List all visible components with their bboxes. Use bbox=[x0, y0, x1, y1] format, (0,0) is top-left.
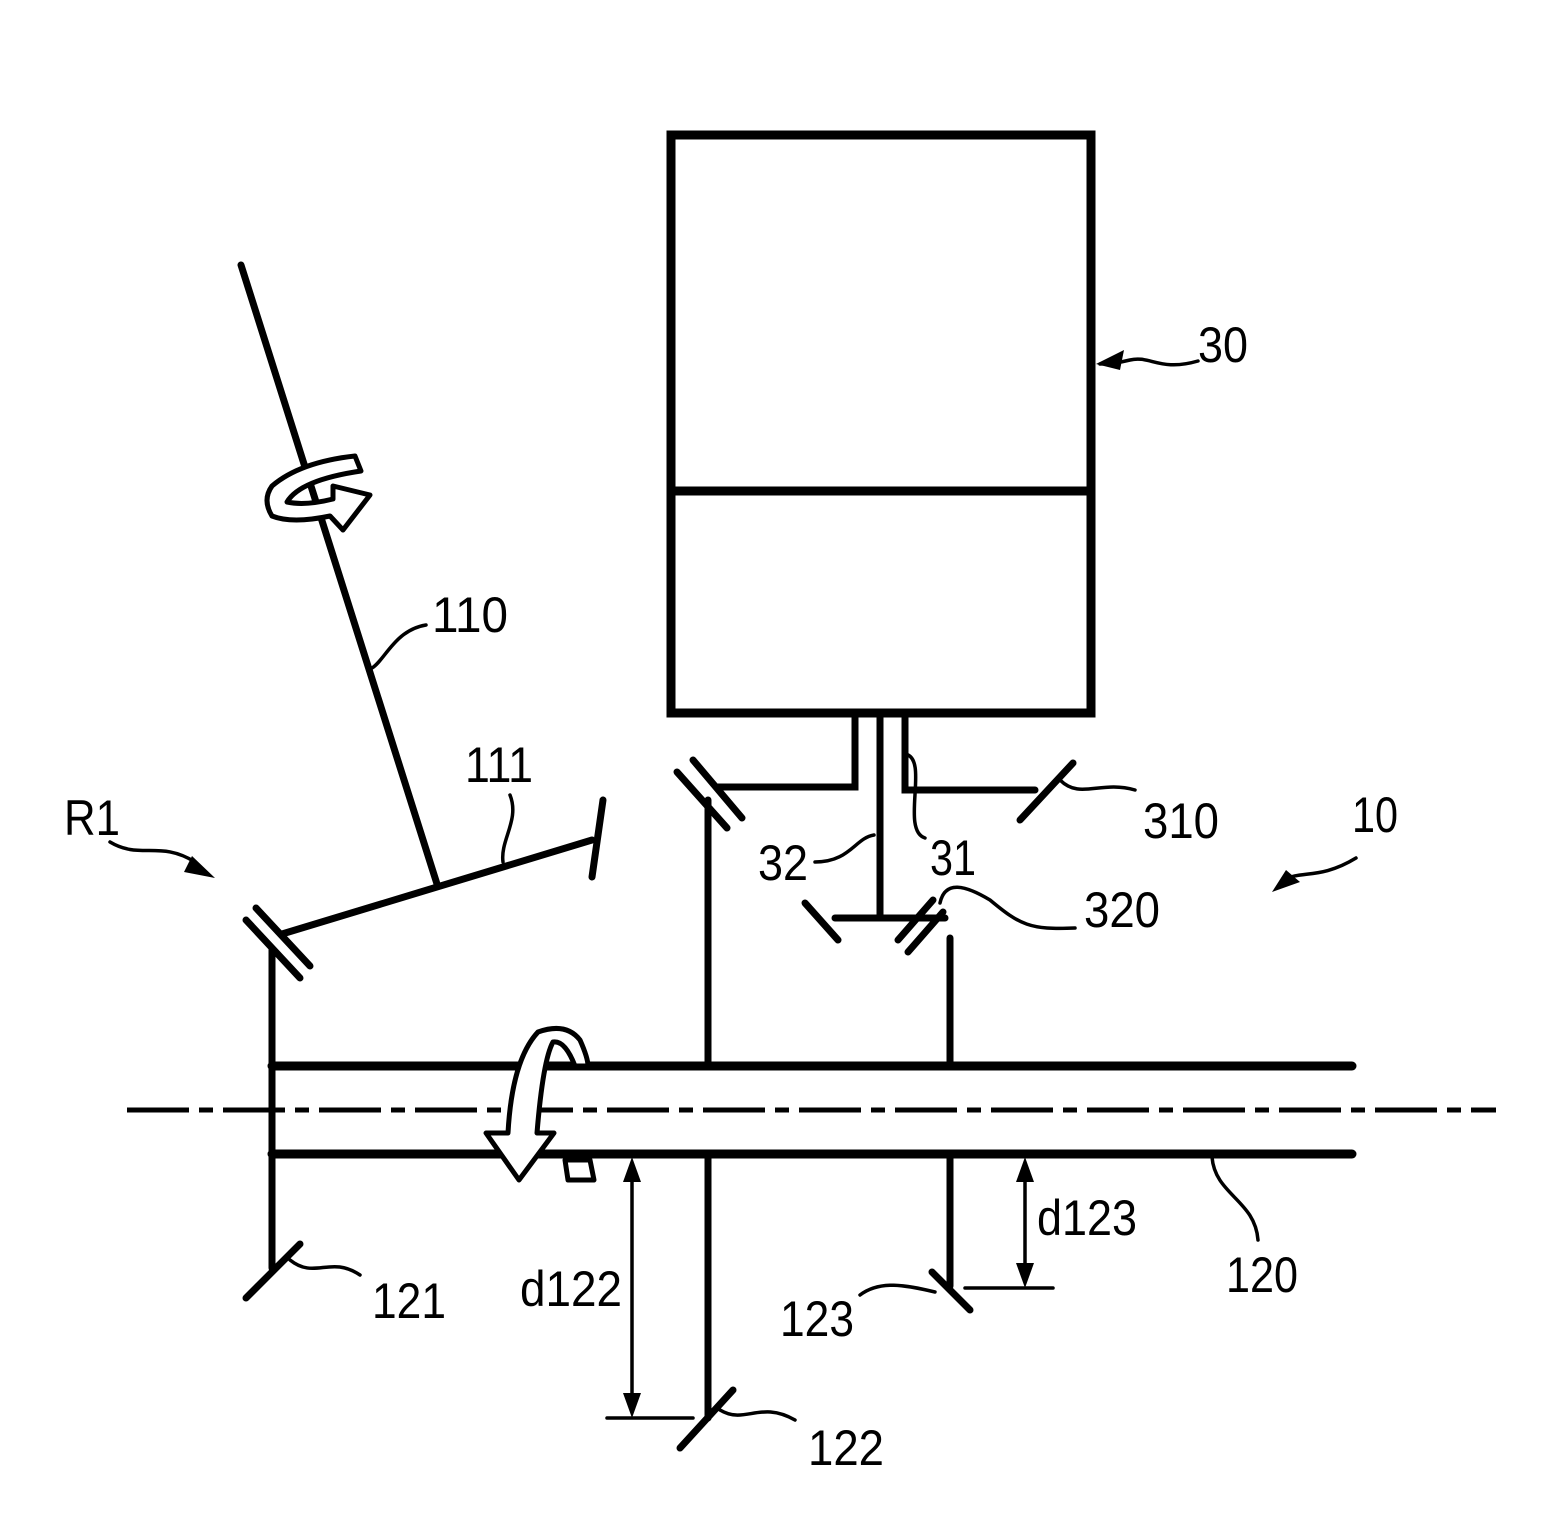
label-111: 111 bbox=[465, 737, 533, 793]
gear-mark bbox=[252, 904, 314, 970]
gear-mark bbox=[242, 916, 304, 982]
leader-r1-arrowhead bbox=[184, 856, 215, 878]
main-shaft-120 bbox=[127, 1061, 1496, 1159]
output-shafts bbox=[714, 709, 1039, 922]
leader-r1 bbox=[108, 840, 197, 864]
arrowhead-up bbox=[623, 1157, 641, 1182]
dimension-d122 bbox=[605, 1157, 695, 1420]
rotation-arrow-110-icon bbox=[264, 453, 373, 533]
leader-111 bbox=[501, 793, 515, 864]
shaft-31-left bbox=[714, 709, 859, 791]
gear-111 bbox=[588, 796, 607, 881]
gear-310-right bbox=[1016, 759, 1077, 824]
label-31: 31 bbox=[930, 830, 976, 886]
label-32: 32 bbox=[758, 835, 808, 891]
dimension-d123 bbox=[963, 1157, 1055, 1290]
gear-mark bbox=[904, 908, 947, 956]
leader-32 bbox=[813, 833, 876, 864]
leader-30-arrowhead bbox=[1096, 350, 1124, 370]
gear-r1-bevel bbox=[242, 904, 314, 982]
gear-mark bbox=[689, 756, 746, 822]
label-30: 30 bbox=[1198, 317, 1248, 373]
leader-10-arrowhead bbox=[1272, 870, 1300, 892]
shaft-31-right bbox=[901, 709, 1039, 794]
gear-122 bbox=[676, 1386, 737, 1452]
label-d123: d123 bbox=[1037, 1190, 1137, 1246]
gear-121 bbox=[242, 1240, 304, 1302]
rotation-arrow-120-icon bbox=[483, 1025, 597, 1183]
gear-123 bbox=[928, 1268, 974, 1314]
gear-mark bbox=[894, 896, 937, 944]
label-110: 110 bbox=[432, 587, 508, 643]
leader-121 bbox=[288, 1258, 362, 1277]
leader-320 bbox=[938, 885, 1077, 931]
arrowhead-down bbox=[1016, 1263, 1034, 1288]
gear-310-left bbox=[673, 756, 746, 832]
label-d122: d122 bbox=[520, 1261, 622, 1317]
gear-32-left bbox=[801, 899, 842, 944]
motor-housing bbox=[666, 130, 1096, 718]
label-122: 122 bbox=[808, 1420, 884, 1476]
arrowhead-down bbox=[623, 1393, 641, 1418]
label-121: 121 bbox=[372, 1273, 446, 1329]
motor-unit-30 bbox=[666, 130, 1096, 718]
gear-mark bbox=[673, 768, 731, 832]
leader-310 bbox=[1058, 778, 1137, 792]
label-123: 123 bbox=[780, 1291, 854, 1347]
leader-122 bbox=[718, 1408, 797, 1422]
gear-111-arm bbox=[278, 836, 596, 938]
label-320: 320 bbox=[1084, 882, 1160, 938]
leader-123 bbox=[858, 1283, 937, 1297]
label-r1: R1 bbox=[64, 790, 120, 846]
leader-120 bbox=[1210, 1155, 1260, 1242]
leader-31 bbox=[903, 752, 927, 840]
arrowhead-up bbox=[1016, 1157, 1034, 1182]
leader-110 bbox=[370, 623, 428, 670]
gear-320 bbox=[894, 896, 947, 956]
label-120: 120 bbox=[1226, 1247, 1298, 1303]
label-10: 10 bbox=[1352, 787, 1398, 843]
input-shaft-110 bbox=[237, 261, 441, 888]
leader-10 bbox=[1283, 856, 1358, 882]
label-310: 310 bbox=[1143, 793, 1219, 849]
